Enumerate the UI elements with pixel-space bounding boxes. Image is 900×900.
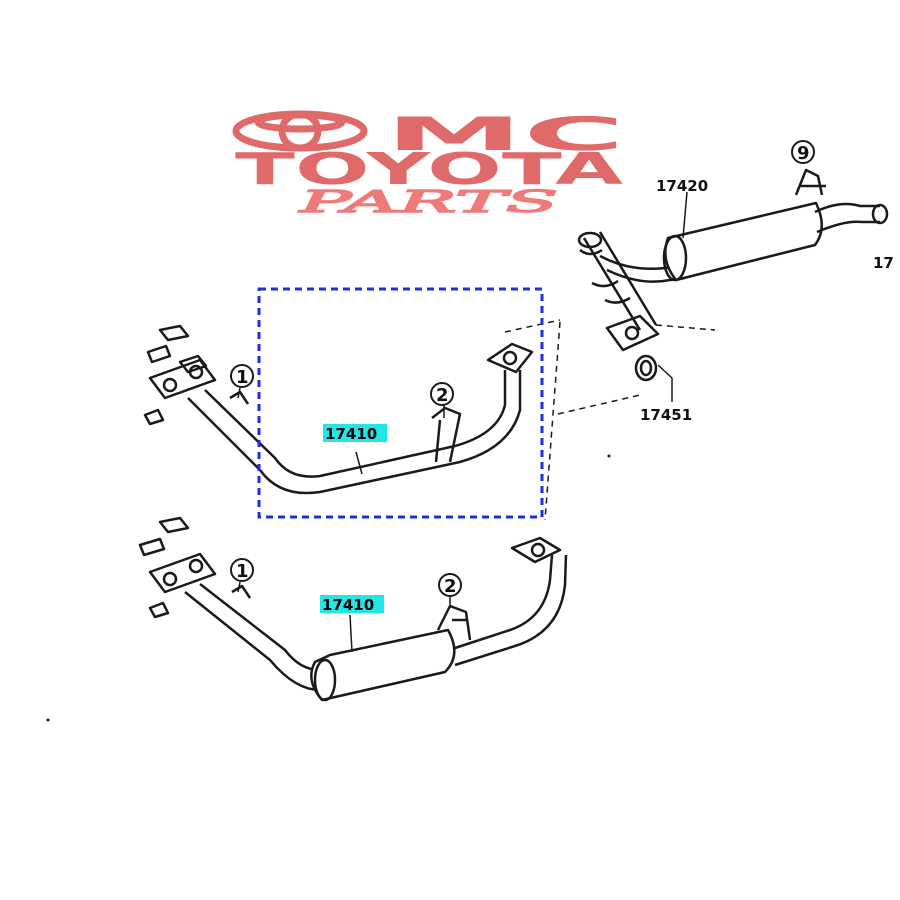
stray-dot <box>607 454 611 458</box>
callout-1-bottom-text: 1 <box>236 561 249 582</box>
stray-dot <box>46 718 50 722</box>
callout-2-bottom-text: 2 <box>444 576 457 597</box>
part-number-cut: 17 <box>873 254 894 272</box>
tail-muffler-assembly <box>577 168 889 402</box>
callout-9: 9 <box>791 140 815 164</box>
callout-2-top-text: 2 <box>436 385 449 406</box>
label-highlight <box>323 424 387 442</box>
callout-1-bottom: 1 <box>230 558 254 582</box>
selection-box[interactable] <box>257 287 544 519</box>
part-label-17410-bottom[interactable]: 17410 <box>320 595 384 614</box>
front-pipe-bottom-assembly <box>138 516 568 702</box>
logo-toyota-text: TOYOTA <box>235 144 623 195</box>
logo-mc-text: MC <box>385 107 625 161</box>
callout-2-bottom: 2 <box>438 573 462 597</box>
toyota-emblem-icon <box>232 110 368 152</box>
part-number-17410-top[interactable]: 17410 <box>325 425 377 443</box>
callout-2-top: 2 <box>430 382 454 406</box>
connection-dashed-lines <box>504 319 716 521</box>
part-number-17410-bottom[interactable]: 17410 <box>322 596 374 614</box>
logo-parts-text: PARTS <box>297 185 558 220</box>
front-pipe-top-assembly <box>143 324 534 495</box>
part-number-17420[interactable]: 17420 <box>656 177 708 195</box>
callout-9-text: 9 <box>797 143 810 164</box>
callout-1-top-text: 1 <box>236 367 249 388</box>
label-highlight <box>320 595 384 613</box>
callout-1-top: 1 <box>230 364 254 388</box>
part-number-17451[interactable]: 17451 <box>640 406 692 424</box>
gasket-ring-icon <box>634 354 658 382</box>
omc-toyota-parts-logo: MC TOYOTA PARTS <box>232 107 625 221</box>
part-label-17410-top[interactable]: 17410 <box>323 424 387 443</box>
